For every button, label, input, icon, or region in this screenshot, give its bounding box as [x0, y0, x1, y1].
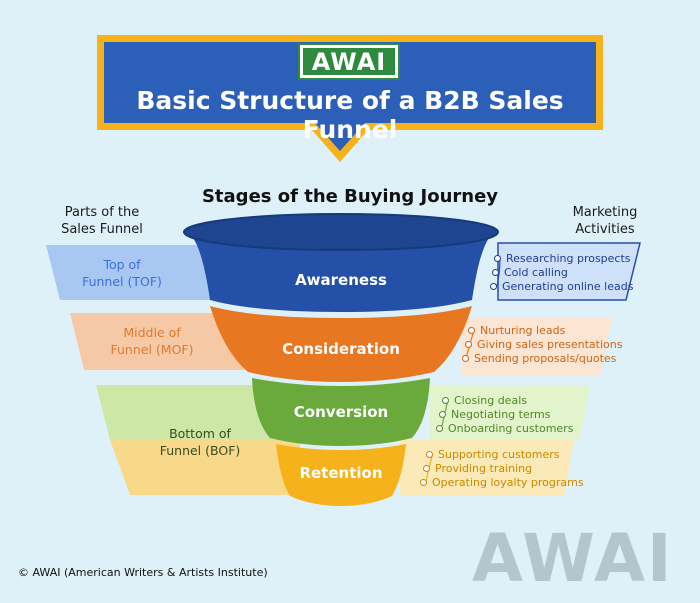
funnel-awareness [184, 232, 498, 312]
activity-text: Giving sales presentations [477, 338, 623, 351]
mof-band [70, 313, 250, 370]
funnel-consideration [210, 306, 472, 382]
bullet-icon [426, 451, 433, 458]
conversion-activities-band [430, 385, 590, 440]
bullet-icon [439, 411, 446, 418]
stage-consideration: Consideration [282, 340, 400, 358]
bullet-icon [492, 269, 499, 276]
awai-logo-badge: AWAI [298, 43, 400, 80]
consideration-activities: Nurturing leads Giving sales presentatio… [462, 324, 622, 366]
part-mof-line-2: Funnel (MOF) [110, 342, 194, 357]
bullet-icon [462, 355, 469, 362]
part-tof-line-2: Funnel (TOF) [82, 274, 162, 289]
bullet-icon [490, 283, 497, 290]
activity-item: Operating loyalty programs [420, 476, 584, 490]
bullet-icon [436, 425, 443, 432]
part-mof-line-1: Middle of [123, 325, 181, 340]
bullet-icon [442, 397, 449, 404]
funnel-rim [183, 213, 499, 251]
activity-item: Negotiating terms [439, 408, 573, 422]
activity-text: Closing deals [454, 394, 527, 407]
part-bof-line-2: Funnel (BOF) [159, 443, 241, 458]
bof-band-top [96, 385, 290, 440]
parts-heading-line-2: Sales Funnel [61, 222, 143, 237]
activities-heading-line-1: Marketing [572, 205, 638, 220]
copyright-footer: © AWAI (American Writers & Artists Insti… [18, 566, 268, 579]
tof-band [46, 245, 215, 300]
bof-band-bottom [110, 440, 300, 495]
activity-text: Sending proposals/quotes [474, 352, 617, 365]
part-bof: Bottom of Funnel (BOF) [140, 425, 260, 459]
activity-item: Cold calling [492, 266, 633, 280]
activity-text: Cold calling [504, 266, 568, 279]
activity-item: Closing deals [442, 394, 573, 408]
parts-heading: Parts of the Sales Funnel [42, 204, 162, 238]
activity-item: Generating online leads [490, 280, 633, 294]
funnel-retention [276, 444, 406, 506]
retention-activities: Supporting customers Providing training … [420, 448, 584, 490]
page-title: Basic Structure of a B2B Sales Funnel [136, 86, 564, 144]
activities-heading: Marketing Activities [550, 204, 660, 238]
activity-item: Supporting customers [426, 448, 584, 462]
bullet-icon [468, 327, 475, 334]
activity-item: Giving sales presentations [465, 338, 622, 352]
activity-item: Nurturing leads [468, 324, 622, 338]
consideration-activities-band [462, 318, 612, 375]
activities-heading-line-2: Activities [575, 222, 635, 237]
activity-text: Operating loyalty programs [432, 476, 584, 489]
part-tof-line-1: Top of [103, 257, 141, 272]
activity-item: Onboarding customers [436, 422, 573, 436]
activity-text: Nurturing leads [480, 324, 566, 337]
part-mof: Middle of Funnel (MOF) [92, 324, 212, 358]
activity-text: Onboarding customers [448, 422, 574, 435]
stage-awareness: Awareness [295, 271, 387, 289]
stage-retention: Retention [299, 464, 383, 482]
activity-text: Providing training [435, 462, 533, 475]
activity-text: Generating online leads [502, 280, 634, 293]
bullet-icon [465, 341, 472, 348]
conversion-activities: Closing deals Negotiating terms Onboardi… [436, 394, 573, 436]
activity-item: Sending proposals/quotes [462, 352, 622, 366]
bullet-icon [420, 479, 427, 486]
awai-watermark: AWAI [472, 520, 674, 597]
title-box-inner [104, 42, 596, 151]
activity-item: Researching prospects [494, 252, 633, 266]
bullet-icon [494, 255, 501, 262]
activity-text: Researching prospects [506, 252, 631, 265]
activity-text: Supporting customers [438, 448, 560, 461]
part-tof: Top of Funnel (TOF) [62, 256, 182, 290]
retention-activities-band [400, 440, 574, 495]
parts-heading-line-1: Parts of the [64, 205, 140, 220]
awareness-activities: Researching prospects Cold calling Gener… [490, 252, 633, 294]
stage-conversion: Conversion [293, 403, 389, 421]
funnel-conversion [252, 378, 430, 446]
activity-item: Providing training [423, 462, 584, 476]
stages-heading: Stages of the Buying Journey [201, 186, 499, 207]
part-bof-line-1: Bottom of [169, 426, 231, 441]
activity-text: Negotiating terms [451, 408, 551, 421]
bullet-icon [423, 465, 430, 472]
